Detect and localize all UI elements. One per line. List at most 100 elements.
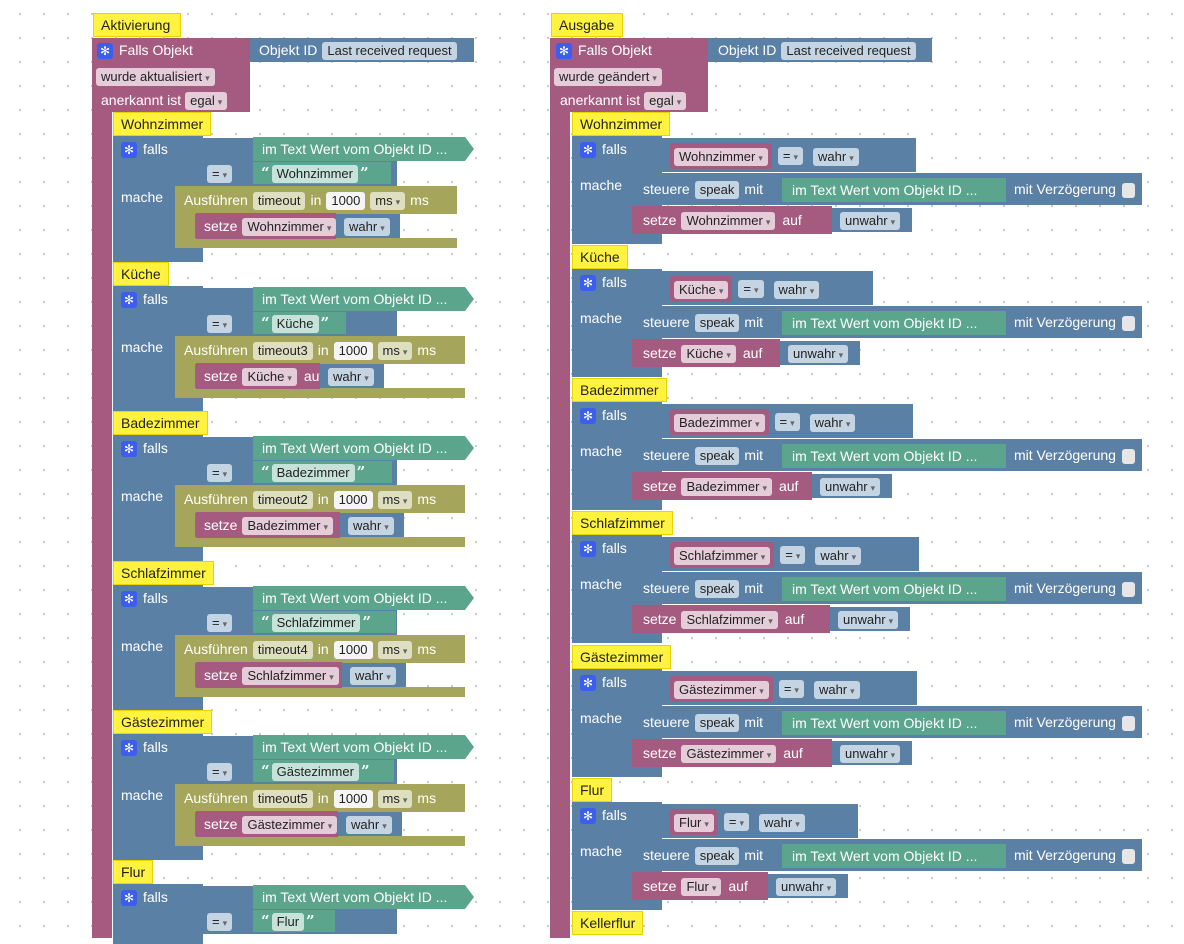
variable-dropdown[interactable]: Wohnzimmer▾: [674, 147, 768, 166]
timeout-block[interactable]: [175, 635, 465, 663]
logic-boolean-block[interactable]: unwahr▾: [830, 607, 910, 631]
variable-dropdown[interactable]: Gästezimmer▾: [242, 816, 338, 835]
comment-room[interactable]: Badezimmer: [572, 378, 667, 402]
comment-room[interactable]: Schlafzimmer: [572, 511, 673, 535]
variable-dropdown[interactable]: Wohnzimmer▾: [242, 218, 337, 237]
text-value-block[interactable]: im Text Wert vom Objekt ID ...: [782, 711, 1006, 735]
boolean-dropdown[interactable]: wahr▾: [348, 517, 394, 536]
boolean-dropdown[interactable]: unwahr▾: [776, 878, 837, 897]
variable-dropdown[interactable]: Küche▾: [674, 280, 729, 299]
operator-dropdown[interactable]: =▾: [207, 614, 233, 633]
text-value-block[interactable]: im Text Wert vom Objekt ID ...: [253, 586, 465, 610]
string-value[interactable]: Schlafzimmer: [271, 614, 361, 633]
string-value[interactable]: Badezimmer: [271, 464, 355, 483]
comment-room[interactable]: Gästezimmer: [113, 710, 213, 734]
boolean-dropdown[interactable]: unwahr▾: [820, 478, 881, 497]
timeout-unit-dropdown[interactable]: ms▾: [377, 342, 413, 361]
gear-icon[interactable]: ✻: [121, 890, 137, 907]
operator-dropdown[interactable]: =▾: [207, 315, 233, 334]
boolean-dropdown[interactable]: unwahr▾: [840, 212, 901, 231]
variable-block[interactable]: Schlafzimmer▾: [670, 542, 775, 569]
logic-boolean-block[interactable]: wahr▾: [340, 513, 404, 537]
logic-boolean-block[interactable]: wahr▾: [809, 143, 863, 170]
timeout-unit-dropdown[interactable]: ms▾: [377, 491, 413, 510]
timeout-ms-input[interactable]: 1000: [326, 192, 366, 211]
text-value-block[interactable]: im Text Wert vom Objekt ID ...: [782, 577, 1006, 601]
gear-icon[interactable]: ✻: [580, 142, 596, 159]
delay-checkbox[interactable]: [1121, 581, 1135, 597]
operator-dropdown[interactable]: =▾: [774, 413, 800, 432]
comment-room[interactable]: Küche: [572, 245, 628, 269]
variable-dropdown[interactable]: Badezimmer▾: [242, 517, 333, 536]
logic-boolean-block[interactable]: wahr▾: [809, 676, 864, 703]
boolean-dropdown[interactable]: wahr▾: [809, 413, 856, 432]
operator-dropdown[interactable]: =▾: [778, 680, 804, 699]
text-value-block[interactable]: im Text Wert vom Objekt ID ...: [782, 311, 1006, 335]
variable-dropdown[interactable]: Schlafzimmer▾: [674, 546, 771, 565]
boolean-dropdown[interactable]: wahr▾: [328, 368, 374, 387]
boolean-dropdown[interactable]: wahr▾: [813, 147, 859, 166]
variable-block[interactable]: Badezimmer▾: [670, 409, 769, 436]
comment-room[interactable]: Küche: [113, 262, 169, 286]
speak-target[interactable]: speak: [694, 580, 740, 599]
text-value-block[interactable]: im Text Wert vom Objekt ID ...: [782, 444, 1006, 468]
timeout-ms-input[interactable]: 1000: [333, 491, 373, 510]
gear-icon[interactable]: ✻: [97, 43, 113, 60]
text-value-block[interactable]: im Text Wert vom Objekt ID ...: [253, 436, 465, 460]
timeout-name[interactable]: timeout2: [252, 491, 313, 510]
timeout-block[interactable]: [175, 784, 465, 812]
delay-checkbox[interactable]: [1121, 315, 1135, 331]
variable-dropdown[interactable]: Gästezimmer▾: [681, 745, 777, 764]
operator-dropdown[interactable]: =▾: [738, 280, 764, 299]
boolean-dropdown[interactable]: unwahr▾: [788, 345, 849, 364]
operator-dropdown[interactable]: =▾: [207, 464, 233, 483]
logic-boolean-block[interactable]: unwahr▾: [832, 208, 912, 232]
operator-dropdown[interactable]: =▾: [207, 763, 233, 782]
string-value[interactable]: Küche: [271, 315, 319, 334]
logic-boolean-block[interactable]: wahr▾: [320, 364, 384, 388]
string-block[interactable]: “Schlafzimmer”: [253, 611, 396, 633]
logic-boolean-block[interactable]: wahr▾: [755, 809, 809, 836]
variable-dropdown[interactable]: Küche▾: [681, 345, 736, 364]
delay-checkbox[interactable]: [1121, 715, 1135, 731]
gear-icon[interactable]: ✻: [121, 740, 137, 757]
operator-dropdown[interactable]: =▾: [723, 813, 750, 832]
timeout-name[interactable]: timeout4: [252, 641, 313, 660]
variable-dropdown[interactable]: Wohnzimmer▾: [681, 212, 776, 231]
comment-room[interactable]: Flur: [572, 778, 613, 802]
comment-room[interactable]: Schlafzimmer: [113, 561, 214, 585]
logic-boolean-block[interactable]: wahr▾: [769, 276, 824, 303]
operator-dropdown[interactable]: =▾: [207, 165, 233, 184]
gear-icon[interactable]: ✻: [580, 541, 596, 558]
variable-block[interactable]: Wohnzimmer▾: [670, 143, 772, 170]
logic-boolean-block[interactable]: unwahr▾: [812, 474, 892, 498]
gear-icon[interactable]: ✻: [121, 591, 137, 608]
logic-boolean-block[interactable]: wahr▾: [811, 542, 866, 569]
gear-icon[interactable]: ✻: [580, 675, 596, 692]
boolean-dropdown[interactable]: wahr▾: [813, 680, 860, 699]
variable-block[interactable]: Flur▾: [670, 809, 718, 836]
gear-icon[interactable]: ✻: [121, 441, 137, 458]
logic-boolean-block[interactable]: wahr▾: [338, 812, 402, 836]
operator-dropdown[interactable]: =▾: [777, 147, 803, 166]
timeout-block[interactable]: [175, 186, 457, 214]
trigger-condition-dropdown[interactable]: wurde aktualisiert▾: [96, 68, 215, 87]
anerkannt-dropdown[interactable]: egal▾: [185, 92, 228, 111]
operator-dropdown[interactable]: =▾: [207, 913, 233, 932]
timeout-unit-dropdown[interactable]: ms▾: [377, 641, 413, 660]
string-value[interactable]: Gästezimmer: [271, 763, 359, 782]
text-value-block[interactable]: im Text Wert vom Objekt ID ...: [253, 287, 465, 311]
boolean-dropdown[interactable]: wahr▾: [350, 667, 396, 686]
boolean-dropdown[interactable]: unwahr▾: [838, 611, 899, 630]
comment-room[interactable]: Gästezimmer: [572, 645, 672, 669]
variable-dropdown[interactable]: Flur▾: [681, 878, 722, 897]
speak-target[interactable]: speak: [694, 181, 740, 200]
gear-icon[interactable]: ✻: [580, 808, 596, 825]
gear-icon[interactable]: ✻: [580, 408, 596, 425]
variable-block[interactable]: Gästezimmer▾: [670, 676, 773, 703]
logic-boolean-block[interactable]: wahr▾: [336, 214, 400, 238]
logic-boolean-block[interactable]: wahr▾: [342, 663, 406, 687]
string-block[interactable]: “Wohnzimmer”: [253, 162, 391, 184]
boolean-dropdown[interactable]: wahr▾: [759, 813, 805, 832]
